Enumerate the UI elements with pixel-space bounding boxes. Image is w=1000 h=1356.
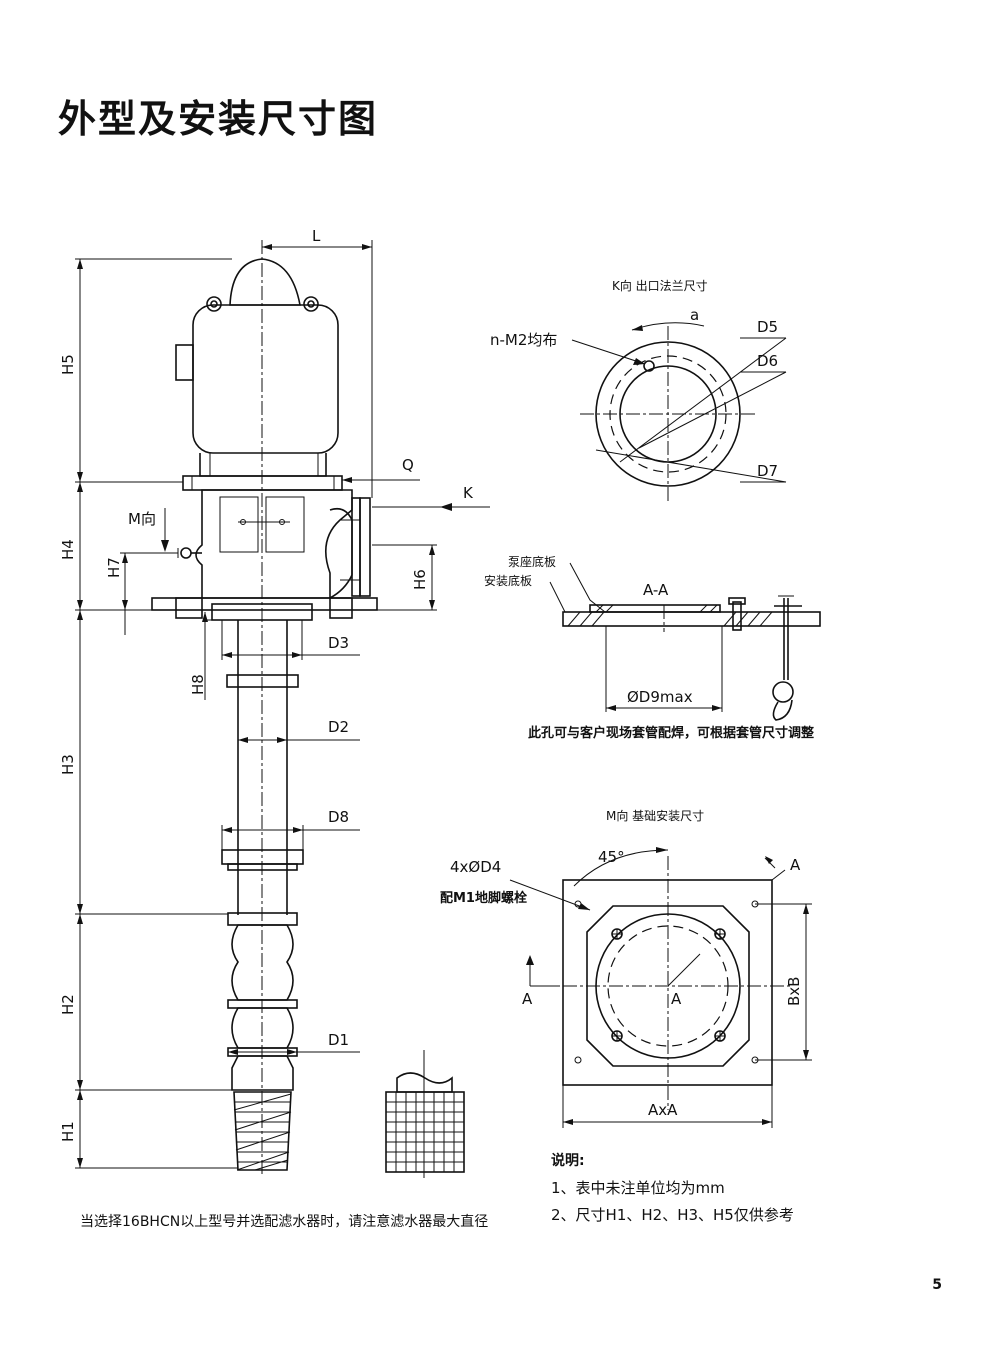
dim-L: L [312, 227, 321, 245]
note-item-2: 2、尺寸H1、H2、H3、H5仅供参考 [551, 1206, 794, 1224]
section-mark-a-left: A [522, 990, 533, 1008]
dim-BxB: BxB [785, 977, 803, 1006]
section-mark-a-top: A [790, 856, 801, 874]
dim-Q: Q [402, 456, 414, 474]
bolt-label: n-M2均布 [490, 331, 557, 349]
angle-a-label: a [690, 306, 699, 324]
filter-note: 当选择16BHCN以上型号并选配滤水器时，请注意滤水器最大直径 [80, 1214, 489, 1230]
page-number: 5 [932, 1277, 942, 1293]
page-title: 外型及安装尺寸图 [58, 97, 379, 141]
notes: 说明: 1、表中未注单位均为mm 2、尺寸H1、H2、H3、H5仅供参考 [551, 1148, 794, 1229]
notes-title: 说明: [551, 1153, 585, 1169]
aa-note: 此孔可与客户现场套管配焊，可根据套管尺寸调整 [528, 726, 815, 741]
dim-D3: D3 [328, 634, 349, 652]
hole-label: 4xØD4 [450, 858, 501, 876]
k-view-flange: K向 出口法兰尺寸 n-M2均布 a D5 D6 D7 [490, 278, 787, 502]
aa-title: A-A [643, 581, 669, 599]
note-item-1: 1、表中未注单位均为mm [551, 1179, 725, 1197]
m-view-foundation: M向 基础安装尺寸 45° 4xØD4 配M1地脚螺栓 A [440, 808, 812, 1128]
dim-D5: D5 [757, 318, 778, 336]
pump-base-label: 泵座底板 [508, 554, 556, 569]
k-view-title: K向 出口法兰尺寸 [612, 278, 708, 293]
dim-D1: D1 [328, 1031, 349, 1049]
dim-H6: H6 [411, 569, 429, 590]
dim-H7: H7 [105, 557, 123, 578]
dim-H5: H5 [59, 354, 77, 375]
dim-H1: H1 [59, 1121, 77, 1142]
pump-elevation: L H5 H4 H3 H2 H1 H7 M向 [59, 227, 490, 1178]
dim-AxA: AxA [648, 1101, 678, 1119]
anchor-bolt-label: 配M1地脚螺栓 [440, 890, 527, 906]
section-a-a: 泵座底板 安装底板 A-A [484, 554, 821, 721]
dim-H4: H4 [59, 539, 77, 560]
k-direction-label: K [463, 484, 474, 502]
dim-H2: H2 [59, 994, 77, 1015]
dim-D7: D7 [757, 462, 778, 480]
dim-H3: H3 [59, 754, 77, 775]
m-direction-label: M向 [128, 510, 156, 528]
m-view-title: M向 基础安装尺寸 [606, 808, 704, 823]
dim-H8: H8 [189, 674, 207, 695]
dim-D9: ØD9max [627, 688, 693, 706]
install-base-label: 安装底板 [484, 573, 532, 588]
dim-D8: D8 [328, 808, 349, 826]
dim-D6: D6 [757, 352, 778, 370]
dim-D2: D2 [328, 718, 349, 736]
center-mark-a: A [671, 990, 682, 1008]
angle-45: 45° [598, 848, 625, 866]
